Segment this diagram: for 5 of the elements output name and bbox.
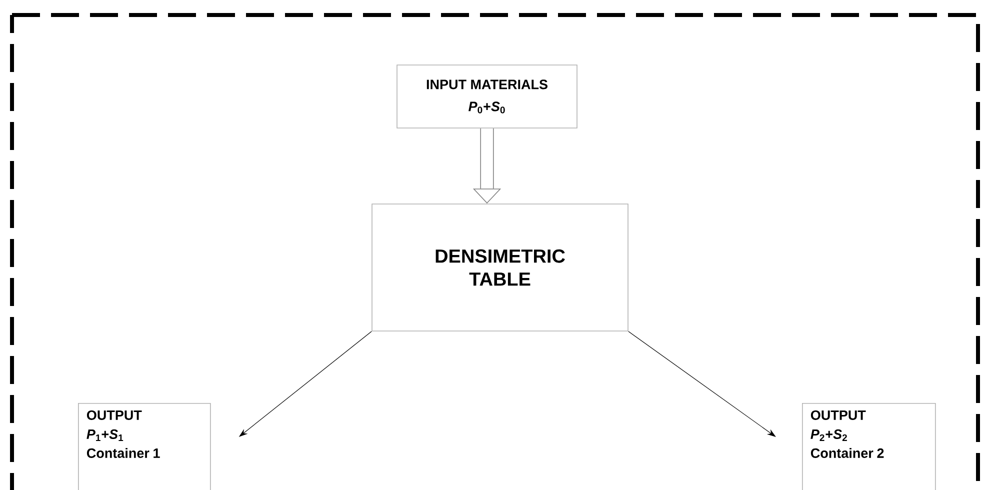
process-box: DENSIMETRIC TABLE <box>372 204 628 332</box>
output-box: OUTPUT P$_{2}$+S$_{2}$ Container 2 <box>802 403 936 490</box>
input-box: INPUT MATERIALS P$_{0}$+S$_{0}$ <box>396 64 578 128</box>
arrow <box>628 331 776 437</box>
output-box: OUTPUT P$_{1}$+S$_{1}$ Container 1 <box>78 403 211 490</box>
